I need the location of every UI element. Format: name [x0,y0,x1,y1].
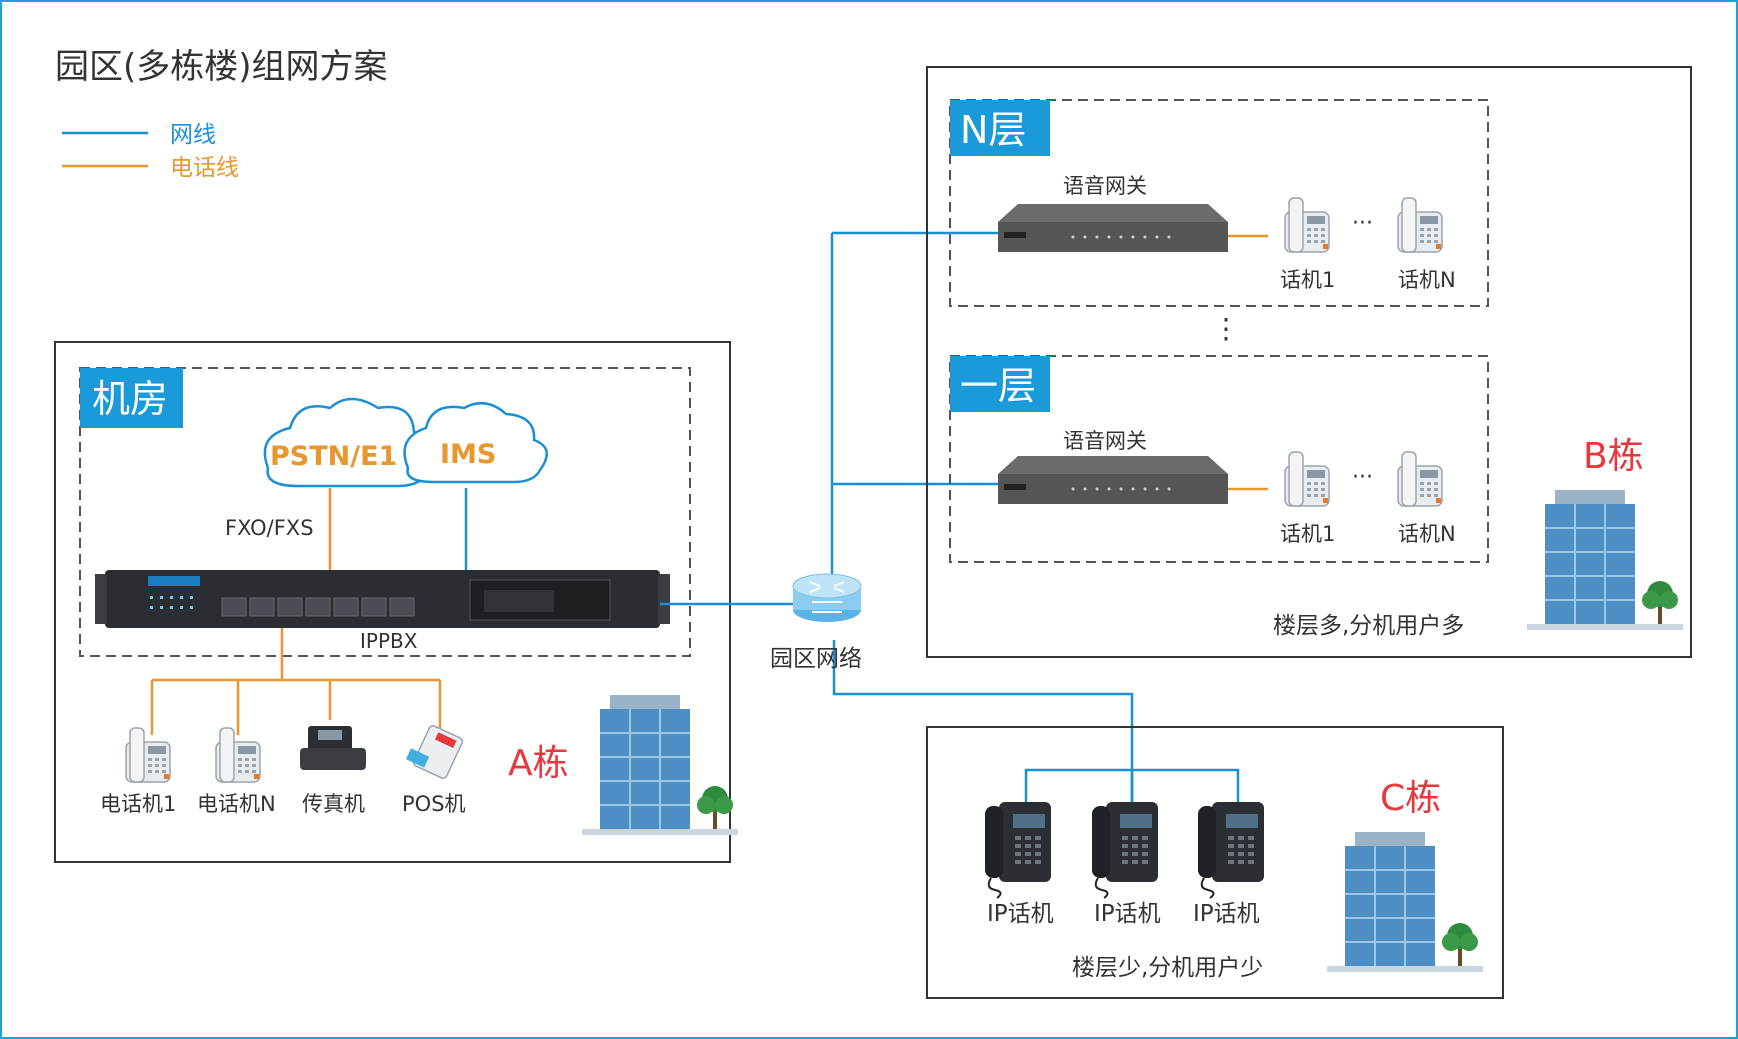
building-a-icon [581,694,739,836]
first-floor-label-bg [950,356,1050,412]
server-room-label-bg [80,368,183,428]
n-floor-phone-ellipsis: ··· [1352,211,1373,236]
ip-phone-2-icon [1091,801,1159,899]
first-floor-phone-n-label: 话机N [1398,522,1456,546]
cloud-ims-label: IMS [440,439,496,470]
ip-phone-1-icon [984,801,1052,899]
n-floor-phone-1-icon [1284,197,1330,253]
building-a-label: A栋 [508,743,569,784]
phone-n-icon [215,727,261,783]
n-floor-label-bg [950,100,1050,156]
ip-phone-1-label: IP话机 [987,901,1054,927]
cloud-pstn-label: PSTN/E1 [270,441,397,472]
n-floor-phone-n-icon [1397,197,1443,253]
building-c-label: C栋 [1380,778,1441,819]
n-floor-frame [949,99,1489,307]
first-floor-phone-1-label: 话机1 [1280,522,1335,546]
terminal-distribution-lines [150,628,442,735]
pos-icon [405,725,464,779]
n-floor-gateway-icon [998,204,1228,252]
network-hub-label: 园区网络 [770,646,862,672]
building-a-frame [54,341,731,863]
building-c-note: 楼层少,分机用户少 [1072,955,1263,981]
first-floor-frame [949,355,1489,563]
building-b-note: 楼层多,分机用户多 [1273,613,1464,639]
server-room-frame [79,367,691,657]
legend-network-label: 网线 [170,122,216,148]
n-floor-phone-n-label: 话机N [1398,268,1456,292]
n-floor-phone-1-label: 话机1 [1280,268,1335,292]
first-floor-phone-1-icon [1284,451,1330,507]
ip-phone-3-icon [1197,801,1265,899]
cloud-pstn: PSTN/E1 [263,397,433,488]
fxo-fxs-label: FXO/FXS [225,516,314,540]
terminal-label-phone-1: 电话机1 [100,792,176,816]
first-floor-gateway-label: 语音网关 [1063,429,1147,453]
phone-1-icon [125,727,171,783]
first-floor-phone-n-icon [1397,451,1443,507]
ip-phone-2-label: IP话机 [1094,901,1161,927]
n-floor-gateway-label: 语音网关 [1063,174,1147,198]
ippbx-label: IPPBX [360,629,418,653]
building-b-label: B栋 [1583,436,1644,477]
building-b-frame [926,66,1692,658]
building-b-icon [1526,489,1684,631]
hub-to-c-line [832,640,1134,812]
router-icon [792,573,862,622]
first-floor-phone-ellipsis: ··· [1352,465,1373,490]
first-floor-gateway-icon [998,456,1228,504]
ippbx-device [95,570,670,628]
building-c-icon [1326,831,1484,973]
cloud-ims: IMS [403,401,548,484]
building-c-frame [926,726,1504,999]
terminal-label-fax: 传真机 [302,792,365,816]
floors-vertical-ellipsis: ⋮ [1212,312,1240,345]
terminal-label-phone-n: 电话机N [197,792,276,816]
fax-icon [300,726,366,770]
diagram-title: 园区(多栋楼)组网方案 [55,47,388,87]
server-room-label: 机房 [92,377,168,421]
first-floor-label: 一层 [960,364,1036,408]
terminal-label-pos: POS机 [402,792,466,816]
ip-phone-3-label: IP话机 [1193,901,1260,927]
n-floor-label: N层 [960,108,1026,152]
legend-phone-label: 电话线 [170,155,239,181]
